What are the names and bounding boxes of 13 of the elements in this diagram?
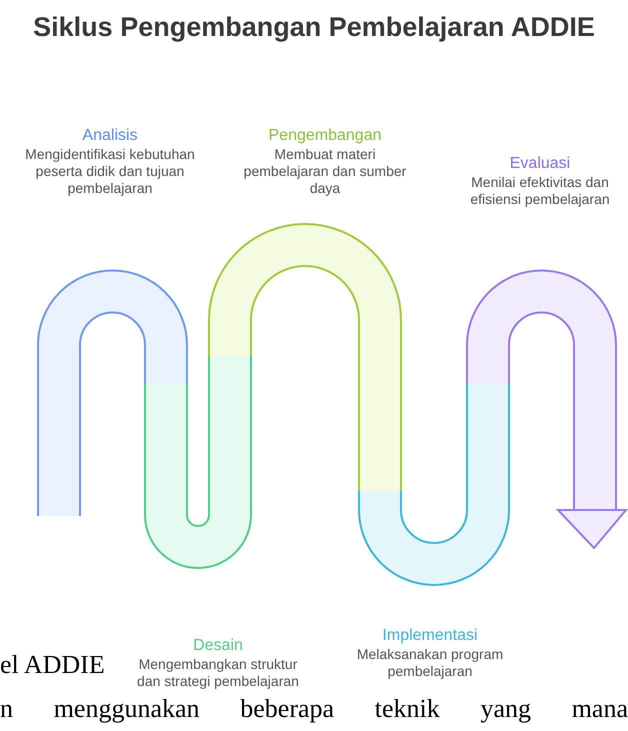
phase-heading: Implementasi bbox=[381, 626, 479, 646]
phase-heading: Desain bbox=[192, 636, 244, 656]
phase-heading: Pengembangan bbox=[268, 126, 382, 146]
document-text-fragment: el ADDIE bbox=[0, 650, 105, 680]
phase-description: Mengembangkan struktur dan strategi pembelajaran bbox=[136, 656, 300, 690]
phase-description: Melaksanakan program pembelajaran bbox=[356, 646, 504, 680]
phase-description: Membuat materi pembelajaran dan sumber daya bbox=[242, 146, 408, 197]
phase-heading: Analisis bbox=[81, 126, 139, 146]
phase-heading: Evaluasi bbox=[508, 154, 572, 174]
document-text-fragment: n menggunakan beberapa teknik yang mana bbox=[0, 694, 628, 724]
phase-description: Menilai efektivitas dan efisiensi pembelajaran bbox=[469, 174, 611, 208]
phase-description: Mengidentifikasi kebutuhan peserta didik dan tujuan pembelajaran bbox=[24, 146, 196, 197]
diagram-title: Siklus Pengembangan Pembelajaran ADDIE bbox=[32, 11, 596, 44]
